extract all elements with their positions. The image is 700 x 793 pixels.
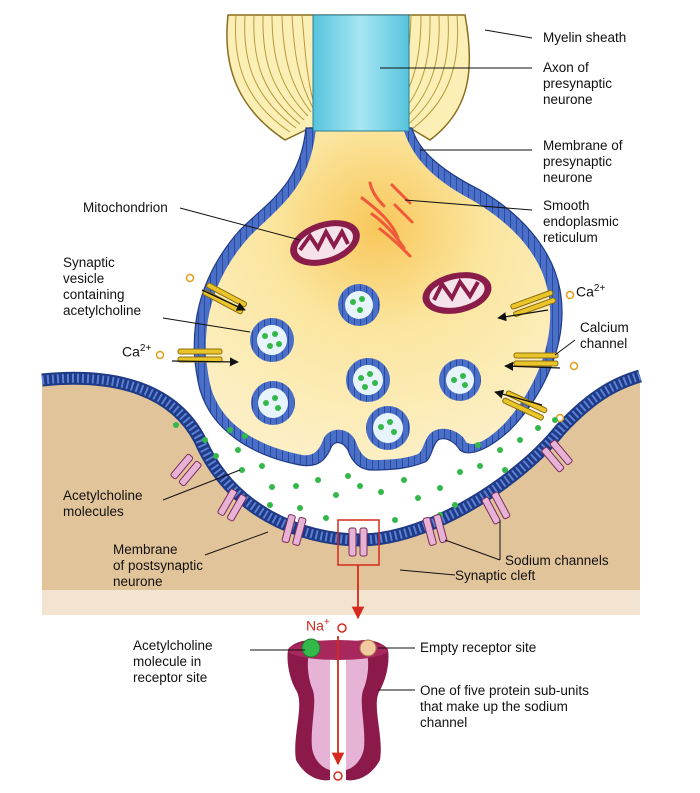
leader-lines (162, 29, 576, 691)
axon (312, 14, 410, 132)
label-protein-subunits: One of five protein sub-units that make … (420, 683, 589, 730)
label-ca-left: Ca2+ (122, 343, 152, 360)
label-myelin-sheath: Myelin sheath (543, 30, 627, 45)
label-synaptic-cleft: Synaptic cleft (455, 568, 536, 583)
label-ach-in-receptor: Acetylcholine molecule in receptor site (133, 638, 213, 685)
label-axon: Axon of presynaptic neurone (543, 60, 613, 107)
vesicles (250, 284, 481, 450)
label-presynaptic-membrane: Membrane of presynaptic neurone (543, 138, 623, 185)
vesicle (439, 359, 481, 401)
label-calcium-channel: Calcium channel (580, 320, 629, 351)
sodium-channels (170, 439, 573, 557)
calcium-channels (177, 282, 559, 421)
sodium-ion-bottom (333, 771, 343, 781)
calcium-arrows (171, 289, 561, 406)
label-sodium-channels: Sodium channels (505, 553, 609, 568)
sodium-ion-top (337, 623, 347, 633)
mitochondrion-right (422, 272, 492, 314)
label-empty-receptor: Empty receptor site (420, 640, 537, 655)
label-synaptic-vesicle: Synaptic vesicle containing acetylcholin… (63, 255, 142, 318)
acetylcholine-molecules (173, 417, 558, 523)
vesicle (346, 358, 390, 402)
label-ca-right: Ca2+ (576, 283, 606, 300)
mitochondrion-left (290, 220, 360, 266)
label-acetylcholine-molecules: Acetylcholine molecules (63, 488, 143, 519)
fade-band (42, 590, 640, 620)
label-smooth-er: Smooth endoplasmic reticulum (543, 198, 619, 245)
label-postsynaptic-membrane: Membrane of postsynaptic neurone (113, 542, 204, 589)
label-mitochondrion: Mitochondrion (83, 200, 168, 215)
enlarged-sodium-channel (287, 638, 389, 781)
vesicle (366, 406, 410, 450)
vesicle (338, 284, 380, 326)
vesicle (251, 381, 295, 425)
calcium-ions (155, 273, 579, 423)
label-na: Na+ (306, 617, 330, 634)
vesicle (250, 318, 294, 362)
